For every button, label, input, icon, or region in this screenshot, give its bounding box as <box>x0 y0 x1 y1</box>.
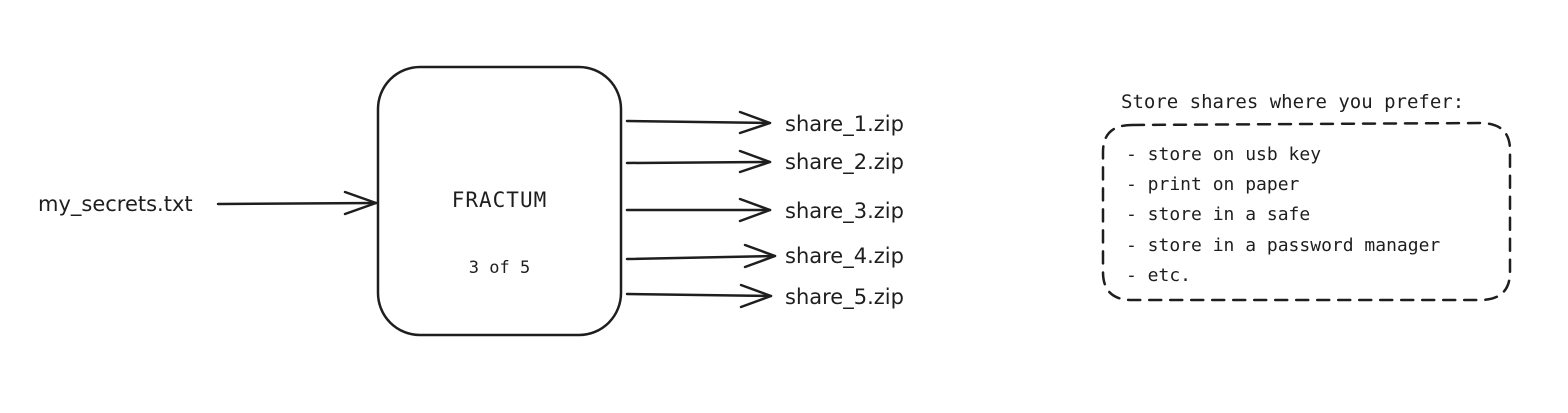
output-arrow-4 <box>625 243 777 269</box>
output-arrow-1 <box>625 110 772 135</box>
fractum-box <box>376 65 623 337</box>
threshold-label: 3 of 5 <box>469 258 530 278</box>
storage-option-3: - store in a safe <box>1126 204 1310 225</box>
input-arrow <box>216 190 378 216</box>
input-file-label: my_secrets.txt <box>38 192 193 217</box>
share-label-1: share_1.zip <box>785 112 904 137</box>
share-label-5: share_5.zip <box>785 285 904 310</box>
storage-option-4: - store in a password manager <box>1126 235 1440 256</box>
storage-option-5: - etc. <box>1126 265 1191 286</box>
share-label-4: share_4.zip <box>785 244 904 269</box>
output-arrow-5 <box>625 283 773 309</box>
storage-option-2: - print on paper <box>1126 174 1300 195</box>
share-label-2: share_2.zip <box>785 150 904 175</box>
share-label-3: share_3.zip <box>785 199 904 224</box>
output-arrow-2 <box>625 149 772 174</box>
storage-option-1: - store on usb key <box>1126 144 1321 165</box>
storage-options-box <box>1101 121 1512 302</box>
output-arrow-3 <box>625 197 772 223</box>
storage-title: Store shares where you prefer: <box>1121 91 1464 113</box>
tool-name: FRACTUM <box>452 188 548 212</box>
